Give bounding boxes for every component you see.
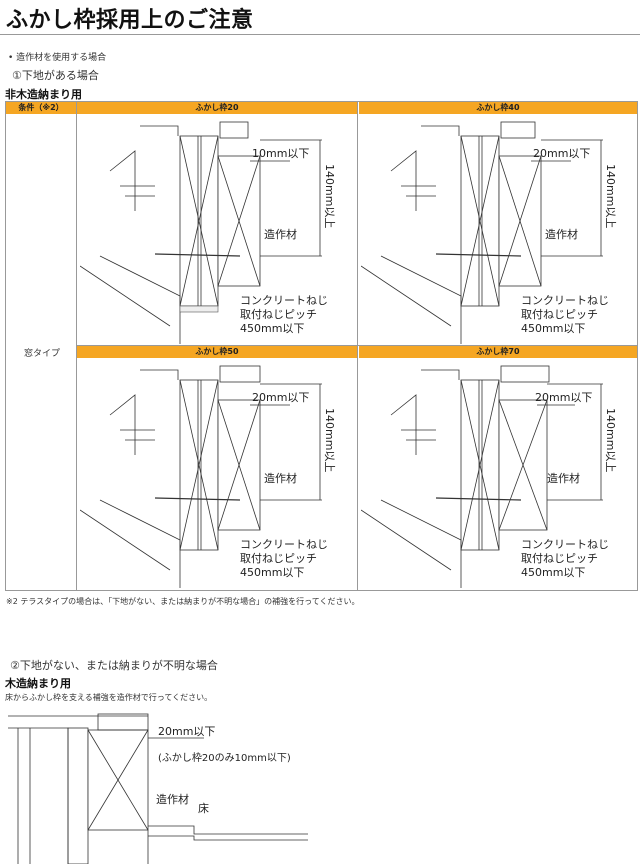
dim-label: 20mm以下 (533, 147, 590, 160)
material-label: 造作材 (547, 471, 580, 485)
screw-label-2: 取付ねじピッチ (521, 552, 598, 565)
dim-label: 20mm以下 (535, 391, 592, 404)
screw-label-2: 取付ねじピッチ (240, 308, 317, 321)
drawing-fukashi40: 20mm以下 140mm以上 造作材 コンクリートねじ 取付ねじピッチ 450m… (361, 121, 617, 344)
screw-label-1: コンクリートねじ (521, 294, 609, 307)
header-fukashi40: ふかし枠40 (359, 102, 637, 114)
table-row-divider (77, 345, 637, 346)
floor-label: 床 (198, 801, 209, 815)
wood-dim-note: (ふかし枠20のみ10mm以下) (158, 751, 291, 764)
header-fukashi70: ふかし枠70 (359, 346, 637, 358)
row-label-window-type: 窓タイプ (24, 349, 61, 359)
case2-subheading: 木造納まり用 (5, 677, 71, 690)
footnote: ※2 テラスタイプの場合は、「下地がない、または納まりが不明な場合」の補強を行っ… (6, 597, 360, 606)
screw-label-1: コンクリートねじ (240, 294, 328, 307)
wood-dim-label: 20mm以下 (158, 725, 215, 738)
title-divider (0, 34, 640, 35)
intro-bullet: • 造作材を使用する場合 (8, 53, 107, 63)
page-title: ふかし枠採用上のご注意 (6, 8, 254, 33)
table-col-divider (357, 102, 358, 590)
height-label: 140mm以上 (604, 164, 617, 228)
condition-header: 条件（※2） (6, 102, 76, 114)
material-label: 造作材 (264, 471, 297, 485)
height-label: 140mm以上 (323, 164, 336, 228)
drawing-fukashi50: 20mm以下 140mm以上 造作材 コンクリートねじ 取付ねじピッチ 450m… (80, 365, 336, 588)
screw-label-1: コンクリートねじ (521, 538, 609, 551)
screw-label-3: 450mm以下 (240, 322, 304, 335)
material-label: 造作材 (264, 227, 297, 241)
screw-label-2: 取付ねじピッチ (521, 308, 598, 321)
header-fukashi20: ふかし枠20 (77, 102, 357, 114)
screw-label-3: 450mm以下 (240, 566, 304, 579)
screw-label-3: 450mm以下 (521, 322, 585, 335)
case1-subheading: 非木造納まり用 (5, 88, 82, 101)
table-col-divider (76, 102, 77, 590)
case2-description: 床からふかし枠を支える補強を造作材で行ってください。 (5, 693, 213, 702)
drawing-wood: 20mm以下 (ふかし枠20のみ10mm以下) 造作材 床 (8, 713, 308, 864)
height-label: 140mm以上 (323, 408, 336, 472)
screw-label-2: 取付ねじピッチ (240, 552, 317, 565)
condition-table (5, 101, 638, 591)
dim-label: 10mm以下 (252, 147, 309, 160)
screw-label-1: コンクリートねじ (240, 538, 328, 551)
case1-heading: ①下地がある場合 (12, 69, 99, 82)
drawing-fukashi20: 10mm以下 140mm以上 造作材 コンクリートねじ 取付ねじピッチ 450m… (80, 121, 336, 344)
height-label: 140mm以上 (604, 408, 617, 472)
dim-label: 20mm以下 (252, 391, 309, 404)
wood-material-label: 造作材 (156, 792, 189, 806)
material-label: 造作材 (545, 227, 578, 241)
case2-heading: ②下地がない、または納まりが不明な場合 (10, 659, 218, 672)
drawing-fukashi70: 20mm以下 140mm以上 造作材 コンクリートねじ 取付ねじピッチ 450m… (361, 365, 617, 588)
header-fukashi50: ふかし枠50 (77, 346, 357, 358)
screw-label-3: 450mm以下 (521, 566, 585, 579)
